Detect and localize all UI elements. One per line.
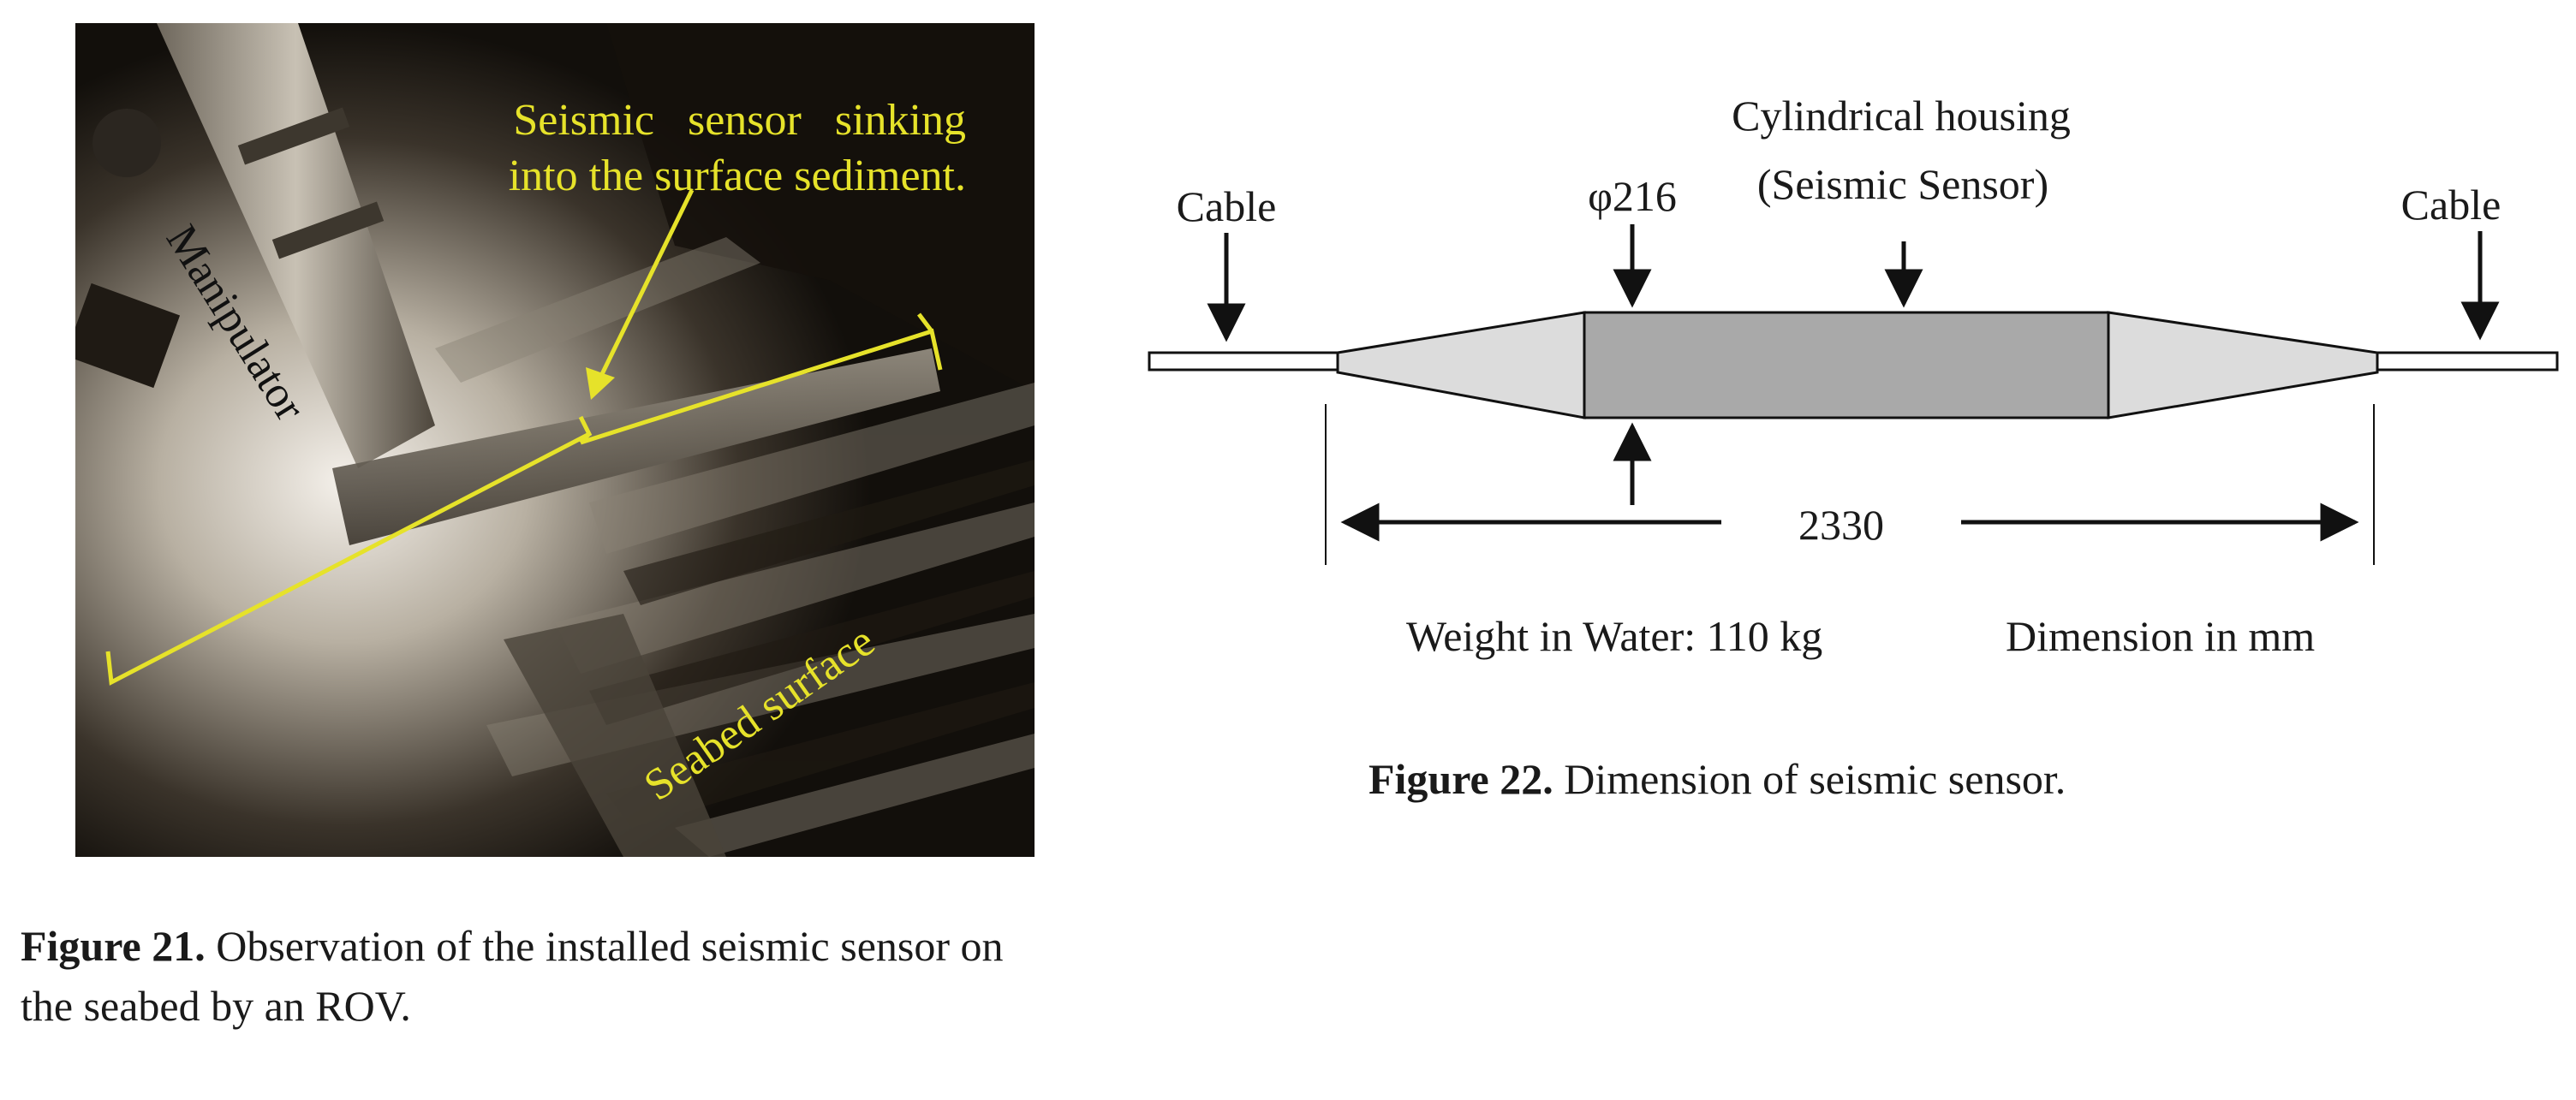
label-cable-right: Cable <box>2401 181 2501 229</box>
figure22-caption-text: Dimension of seismic sensor. <box>1564 755 2066 803</box>
label-housing-line2: (Seismic Sensor) <box>1757 160 2048 208</box>
photo-label-sensor-line2: into the surface sediment. <box>509 152 966 200</box>
figure21-caption: Figure 21. Observation of the installed … <box>21 916 1476 1036</box>
cable-right <box>2377 353 2557 370</box>
label-housing-line1: Cylindrical housing <box>1732 92 2071 140</box>
figure22-diagram: Cable Cable φ216 Cylindrical housing (Se… <box>1130 77 2576 693</box>
figure22-caption: Figure 22. Dimension of seismic sensor. <box>1368 749 2482 809</box>
taper-right <box>2108 312 2377 418</box>
photo-label-sensor-line1: Seismic sensor sinking <box>513 96 966 145</box>
label-units: Dimension in mm <box>2006 612 2315 660</box>
figure21-caption-text-line2: the seabed by an ROV. <box>21 976 1476 1036</box>
label-length: 2330 <box>1798 501 1884 549</box>
figure21-caption-text-line1: Observation of the installed seismic sen… <box>216 922 1003 970</box>
figure21-photo: Seismic sensor sinking into the surface … <box>75 23 1035 857</box>
figure21-caption-line1: Figure 21. Observation of the installed … <box>21 916 1476 976</box>
figure21-caption-label: Figure 21. <box>21 922 206 970</box>
cable-left <box>1149 353 1338 370</box>
cylindrical-housing <box>1584 312 2108 418</box>
label-weight: Weight in Water: 110 kg <box>1406 612 1822 660</box>
taper-left <box>1338 312 1584 418</box>
figure22-caption-label: Figure 22. <box>1368 755 1553 803</box>
label-cable-left: Cable <box>1177 182 1277 230</box>
rov-light <box>92 109 161 177</box>
label-diameter: φ216 <box>1588 172 1677 220</box>
